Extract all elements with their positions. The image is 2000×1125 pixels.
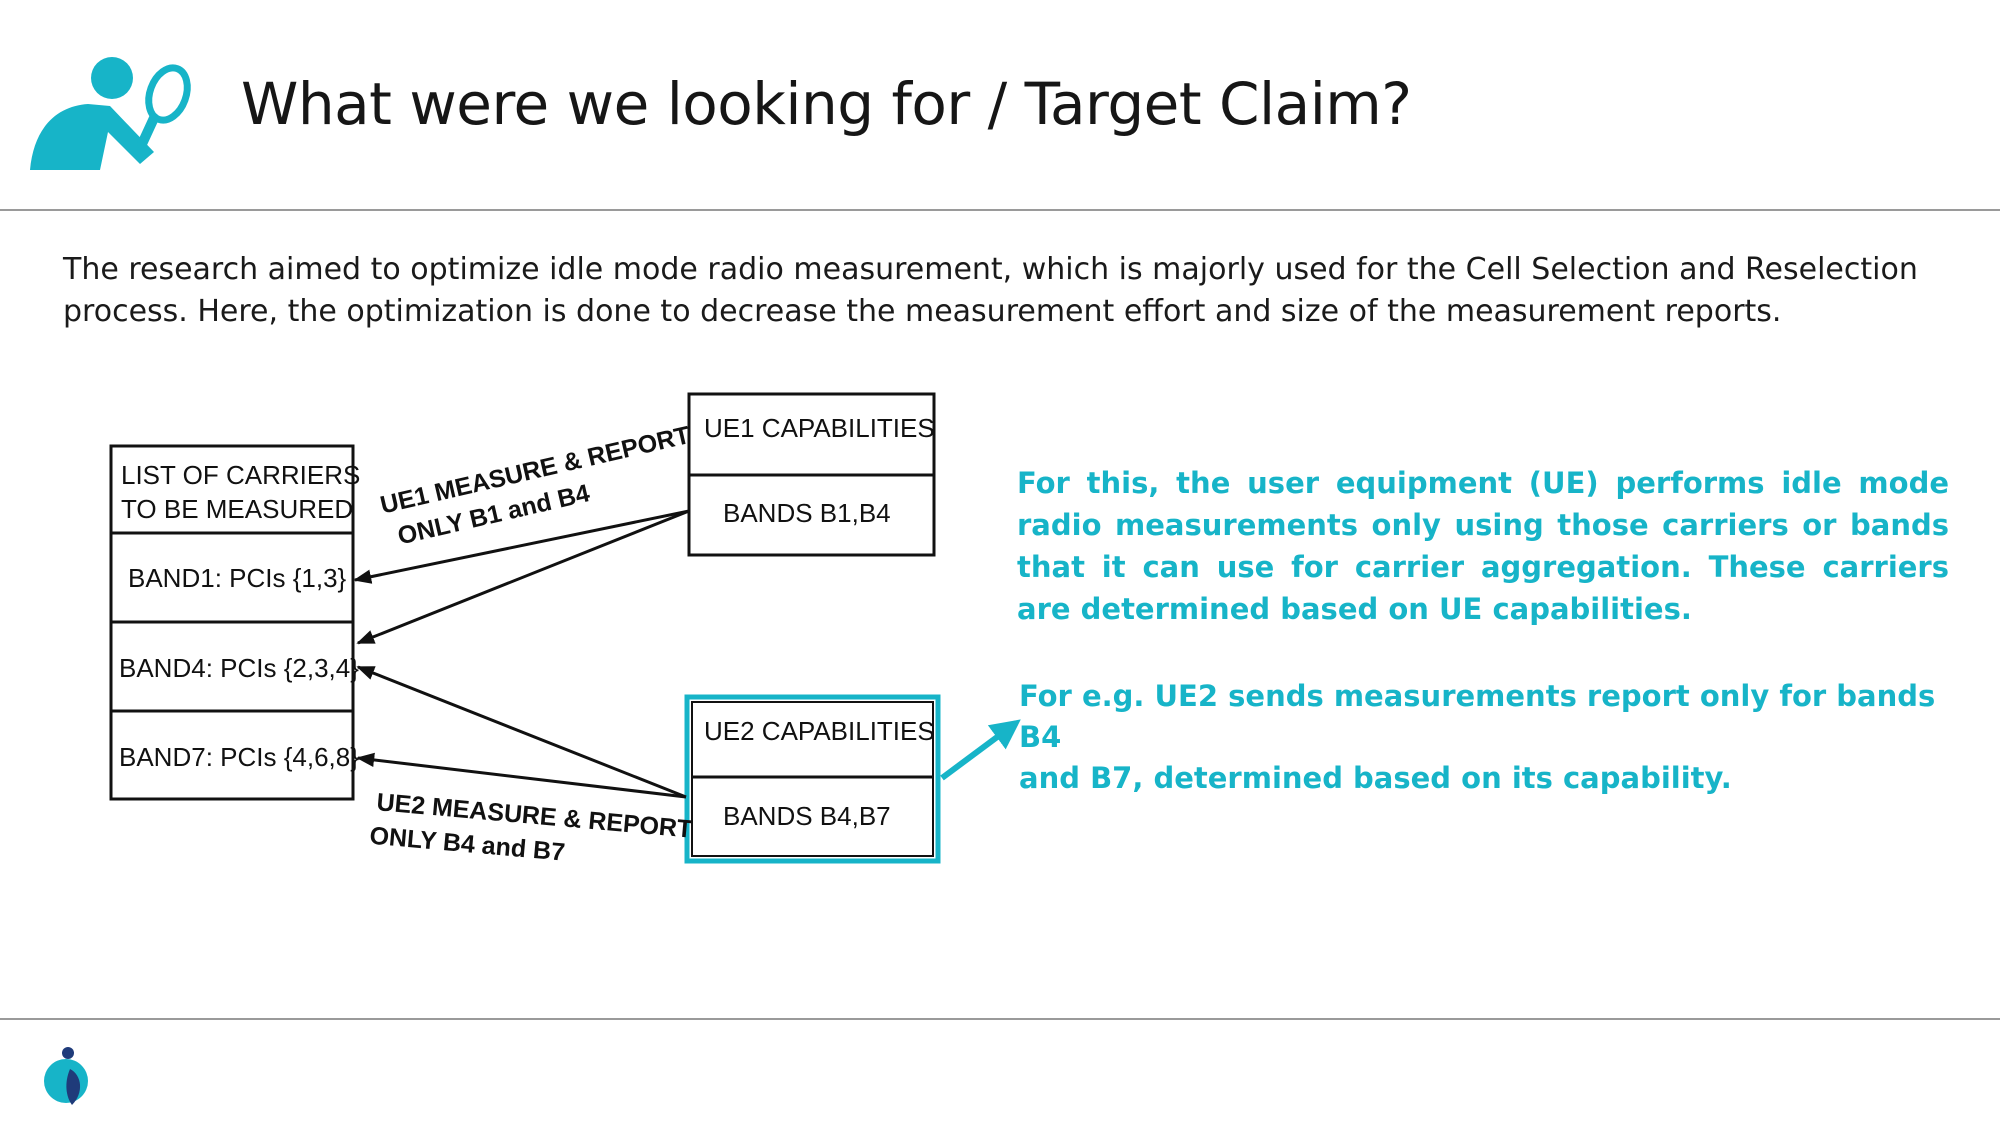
carrier-list-header-line1: LIST OF CARRIERS — [121, 460, 360, 490]
ue1-capabilities-box: UE1 CAPABILITIES BANDS B1,B4 — [687, 392, 936, 557]
callout-example-line1: For e.g. UE2 sends measurements report o… — [1019, 679, 1936, 754]
band1-row: BAND1: PCIs {1,3} — [128, 563, 347, 593]
ue1-to-band1-arrow — [353, 509, 690, 584]
ue1-to-band4-arrow — [356, 509, 690, 645]
callout-main: For this, the user equipment (UE) perfor… — [1017, 466, 1949, 626]
intro-line-2: process. Here, the optimization is done … — [63, 294, 1782, 329]
footer-divider — [0, 1018, 2000, 1020]
callout-example-line2: and B7, determined based on its capabili… — [1019, 761, 1732, 795]
ue2-title: UE2 CAPABILITIES — [704, 716, 935, 746]
callout-example: For e.g. UE2 sends measurements report o… — [1019, 676, 1979, 799]
ue2-box-border — [691, 701, 934, 857]
ue2-highlight-border — [684, 694, 941, 864]
intro-line-1: The research aimed to optimize idle mode… — [63, 252, 1918, 287]
carrier-list-header-line2: TO BE MEASURED — [121, 494, 353, 524]
band4-row: BAND4: PCIs {2,3,4} — [119, 653, 359, 683]
header-divider — [0, 209, 2000, 211]
intro-paragraph: The research aimed to optimize idle mode… — [63, 249, 2000, 333]
brand-logo-icon — [44, 1047, 88, 1105]
ue2-bands: BANDS B4,B7 — [723, 801, 891, 831]
callout-arrow — [940, 719, 1021, 781]
ue2-capabilities-box: UE2 CAPABILITIES BANDS B4,B7 — [684, 694, 941, 864]
carrier-list-table: LIST OF CARRIERS TO BE MEASURED BAND1: P… — [109, 444, 360, 801]
ue2-measure-label: UE2 MEASURE & REPORT ONLY B4 and B7 — [369, 788, 694, 866]
person-with-magnifier-icon — [30, 57, 191, 170]
band7-row: BAND7: PCIs {4,6,8} — [119, 742, 359, 772]
page-title: What were we looking for / Target Claim? — [241, 70, 1412, 138]
ue2-to-band4-arrow — [356, 665, 687, 799]
ue2-to-band7-arrow — [356, 752, 687, 799]
ue1-bands: BANDS B1,B4 — [723, 498, 891, 528]
ue1-measure-label: UE1 MEASURE & REPORT ONLY B1 and B4 — [378, 421, 693, 550]
ue1-title: UE1 CAPABILITIES — [704, 413, 935, 443]
